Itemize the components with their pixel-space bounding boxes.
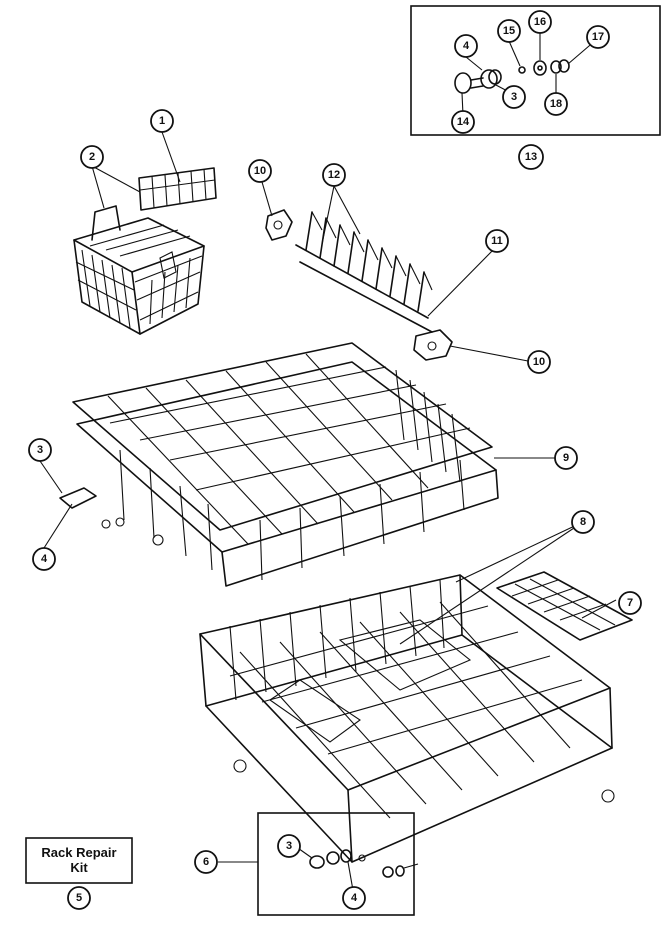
svg-text:9: 9 [563, 452, 569, 464]
svg-text:3: 3 [37, 444, 43, 456]
callout-1: 1 [150, 109, 174, 133]
svg-text:4: 4 [351, 892, 358, 904]
callout-13: 13 [518, 144, 544, 170]
rack-clip-lower [413, 329, 453, 361]
leader-lines [39, 32, 617, 897]
svg-text:2: 2 [89, 151, 95, 163]
svg-text:10: 10 [254, 165, 266, 177]
svg-text:3: 3 [286, 840, 292, 852]
svg-text:5: 5 [76, 892, 82, 904]
svg-text:8: 8 [580, 516, 586, 528]
basket-cover [138, 167, 217, 211]
callout-6: 6 [194, 850, 218, 874]
callout-16: 16 [528, 10, 552, 34]
callout-4-detail: 4 [454, 34, 478, 58]
tine-row [295, 211, 433, 333]
callout-9: 9 [554, 446, 578, 470]
callout-15: 15 [497, 19, 521, 43]
rack-repair-kit-box: Rack Repair Kit [25, 837, 133, 884]
silverware-basket [73, 205, 205, 335]
svg-text:4: 4 [41, 553, 48, 565]
upper-rack [59, 342, 499, 587]
lower-rack [199, 574, 615, 863]
lower-rack-cover [496, 571, 633, 641]
svg-text:1: 1 [159, 115, 165, 127]
svg-text:15: 15 [503, 25, 515, 37]
svg-text:12: 12 [328, 169, 340, 181]
callout-18: 18 [544, 92, 568, 116]
svg-text:11: 11 [491, 235, 503, 247]
rack-clip-upper [265, 209, 293, 241]
callout-10-upper: 10 [248, 159, 272, 183]
svg-text:13: 13 [525, 151, 537, 163]
callout-5: 5 [67, 886, 91, 910]
callout-11: 11 [485, 229, 509, 253]
callout-12: 12 [322, 163, 346, 187]
callout-3-upper: 3 [28, 438, 52, 462]
svg-text:3: 3 [511, 91, 517, 103]
lower-wheel-detail-box [257, 812, 415, 916]
callout-14: 14 [451, 110, 475, 134]
lower-wheel-parts [309, 849, 419, 878]
wheel-assembly-parts [454, 59, 570, 94]
callout-4-lower: 4 [342, 886, 366, 910]
svg-text:10: 10 [533, 356, 545, 368]
svg-text:17: 17 [592, 31, 604, 43]
wheel-assembly-detail-box [410, 5, 661, 136]
callout-2: 2 [80, 145, 104, 169]
callout-17: 17 [586, 25, 610, 49]
svg-text:4: 4 [463, 40, 470, 52]
callout-10-lower: 10 [527, 350, 551, 374]
callout-3-detail: 3 [502, 85, 526, 109]
kit-label-line1: Rack Repair [41, 845, 116, 860]
callout-7: 7 [618, 591, 642, 615]
svg-text:7: 7 [627, 597, 633, 609]
svg-text:6: 6 [203, 856, 209, 868]
kit-label-line2: Kit [70, 860, 88, 875]
svg-text:14: 14 [457, 116, 470, 128]
svg-text:16: 16 [534, 16, 546, 28]
svg-text:18: 18 [550, 98, 562, 110]
callout-4-upper: 4 [32, 547, 56, 571]
callout-3-lower: 3 [277, 834, 301, 858]
callout-8: 8 [571, 510, 595, 534]
